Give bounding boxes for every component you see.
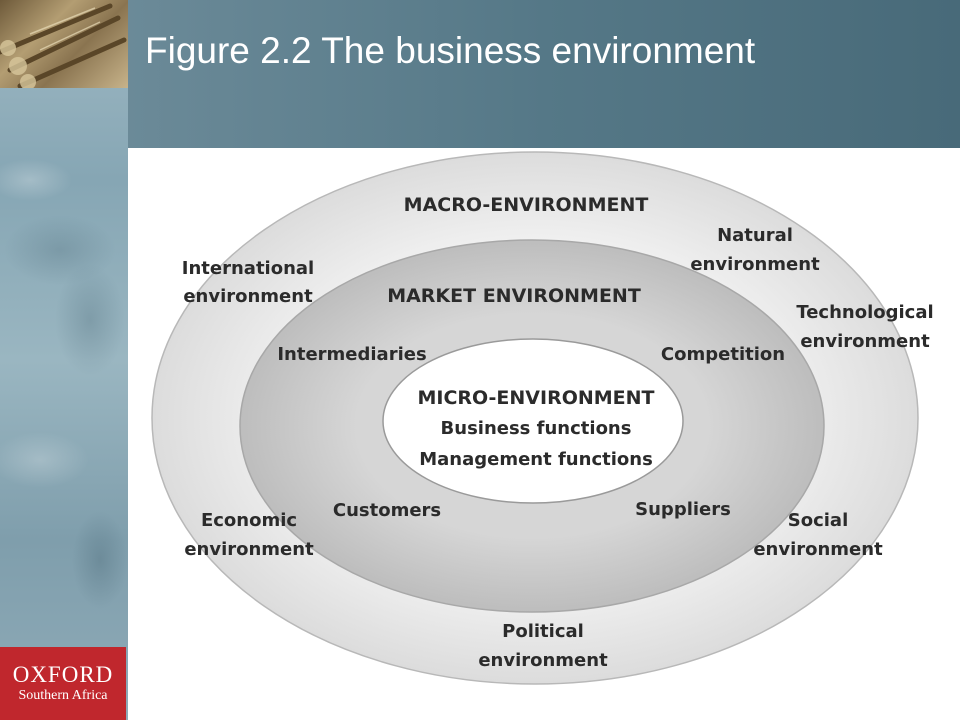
competition-label: Competition <box>661 344 785 365</box>
micro-environment-label: MICRO-ENVIRONMENT <box>417 387 654 409</box>
management-functions-label: Management functions <box>419 449 653 470</box>
international-label-1: International <box>182 258 314 279</box>
title-banner <box>128 0 960 148</box>
market-environment-label: MARKET ENVIRONMENT <box>387 285 641 307</box>
social-label-1: Social <box>788 510 849 531</box>
logo-brand: OXFORD <box>12 661 114 687</box>
political-label-1: Political <box>502 621 584 642</box>
customers-label: Customers <box>333 500 441 521</box>
suppliers-label: Suppliers <box>635 499 731 520</box>
keys-photo <box>0 0 128 88</box>
micro-environment-core <box>382 338 684 504</box>
economic-label-1: Economic <box>201 510 297 531</box>
social-label-2: environment <box>753 539 883 560</box>
political-label-2: environment <box>478 650 608 671</box>
technological-label-1: Technological <box>796 302 933 323</box>
technological-label-2: environment <box>800 331 930 352</box>
keys-icon <box>0 3 127 88</box>
logo-region: Southern Africa <box>18 687 108 703</box>
intermediaries-label: Intermediaries <box>277 344 426 365</box>
economic-label-2: environment <box>184 539 314 560</box>
business-environment-diagram: MACRO-ENVIRONMENT International environm… <box>151 151 934 685</box>
sidebar-texture: OXFORD Southern Africa <box>0 0 128 720</box>
macro-environment-label: MACRO-ENVIRONMENT <box>404 194 649 216</box>
page-title: Figure 2.2 The business environment <box>145 30 756 71</box>
sidebar-water-texture <box>0 0 128 720</box>
oxford-logo: OXFORD Southern Africa <box>0 647 126 720</box>
business-functions-label: Business functions <box>441 418 632 439</box>
international-label-2: environment <box>183 286 313 307</box>
natural-label-2: environment <box>690 254 820 275</box>
natural-label-1: Natural <box>717 225 793 246</box>
